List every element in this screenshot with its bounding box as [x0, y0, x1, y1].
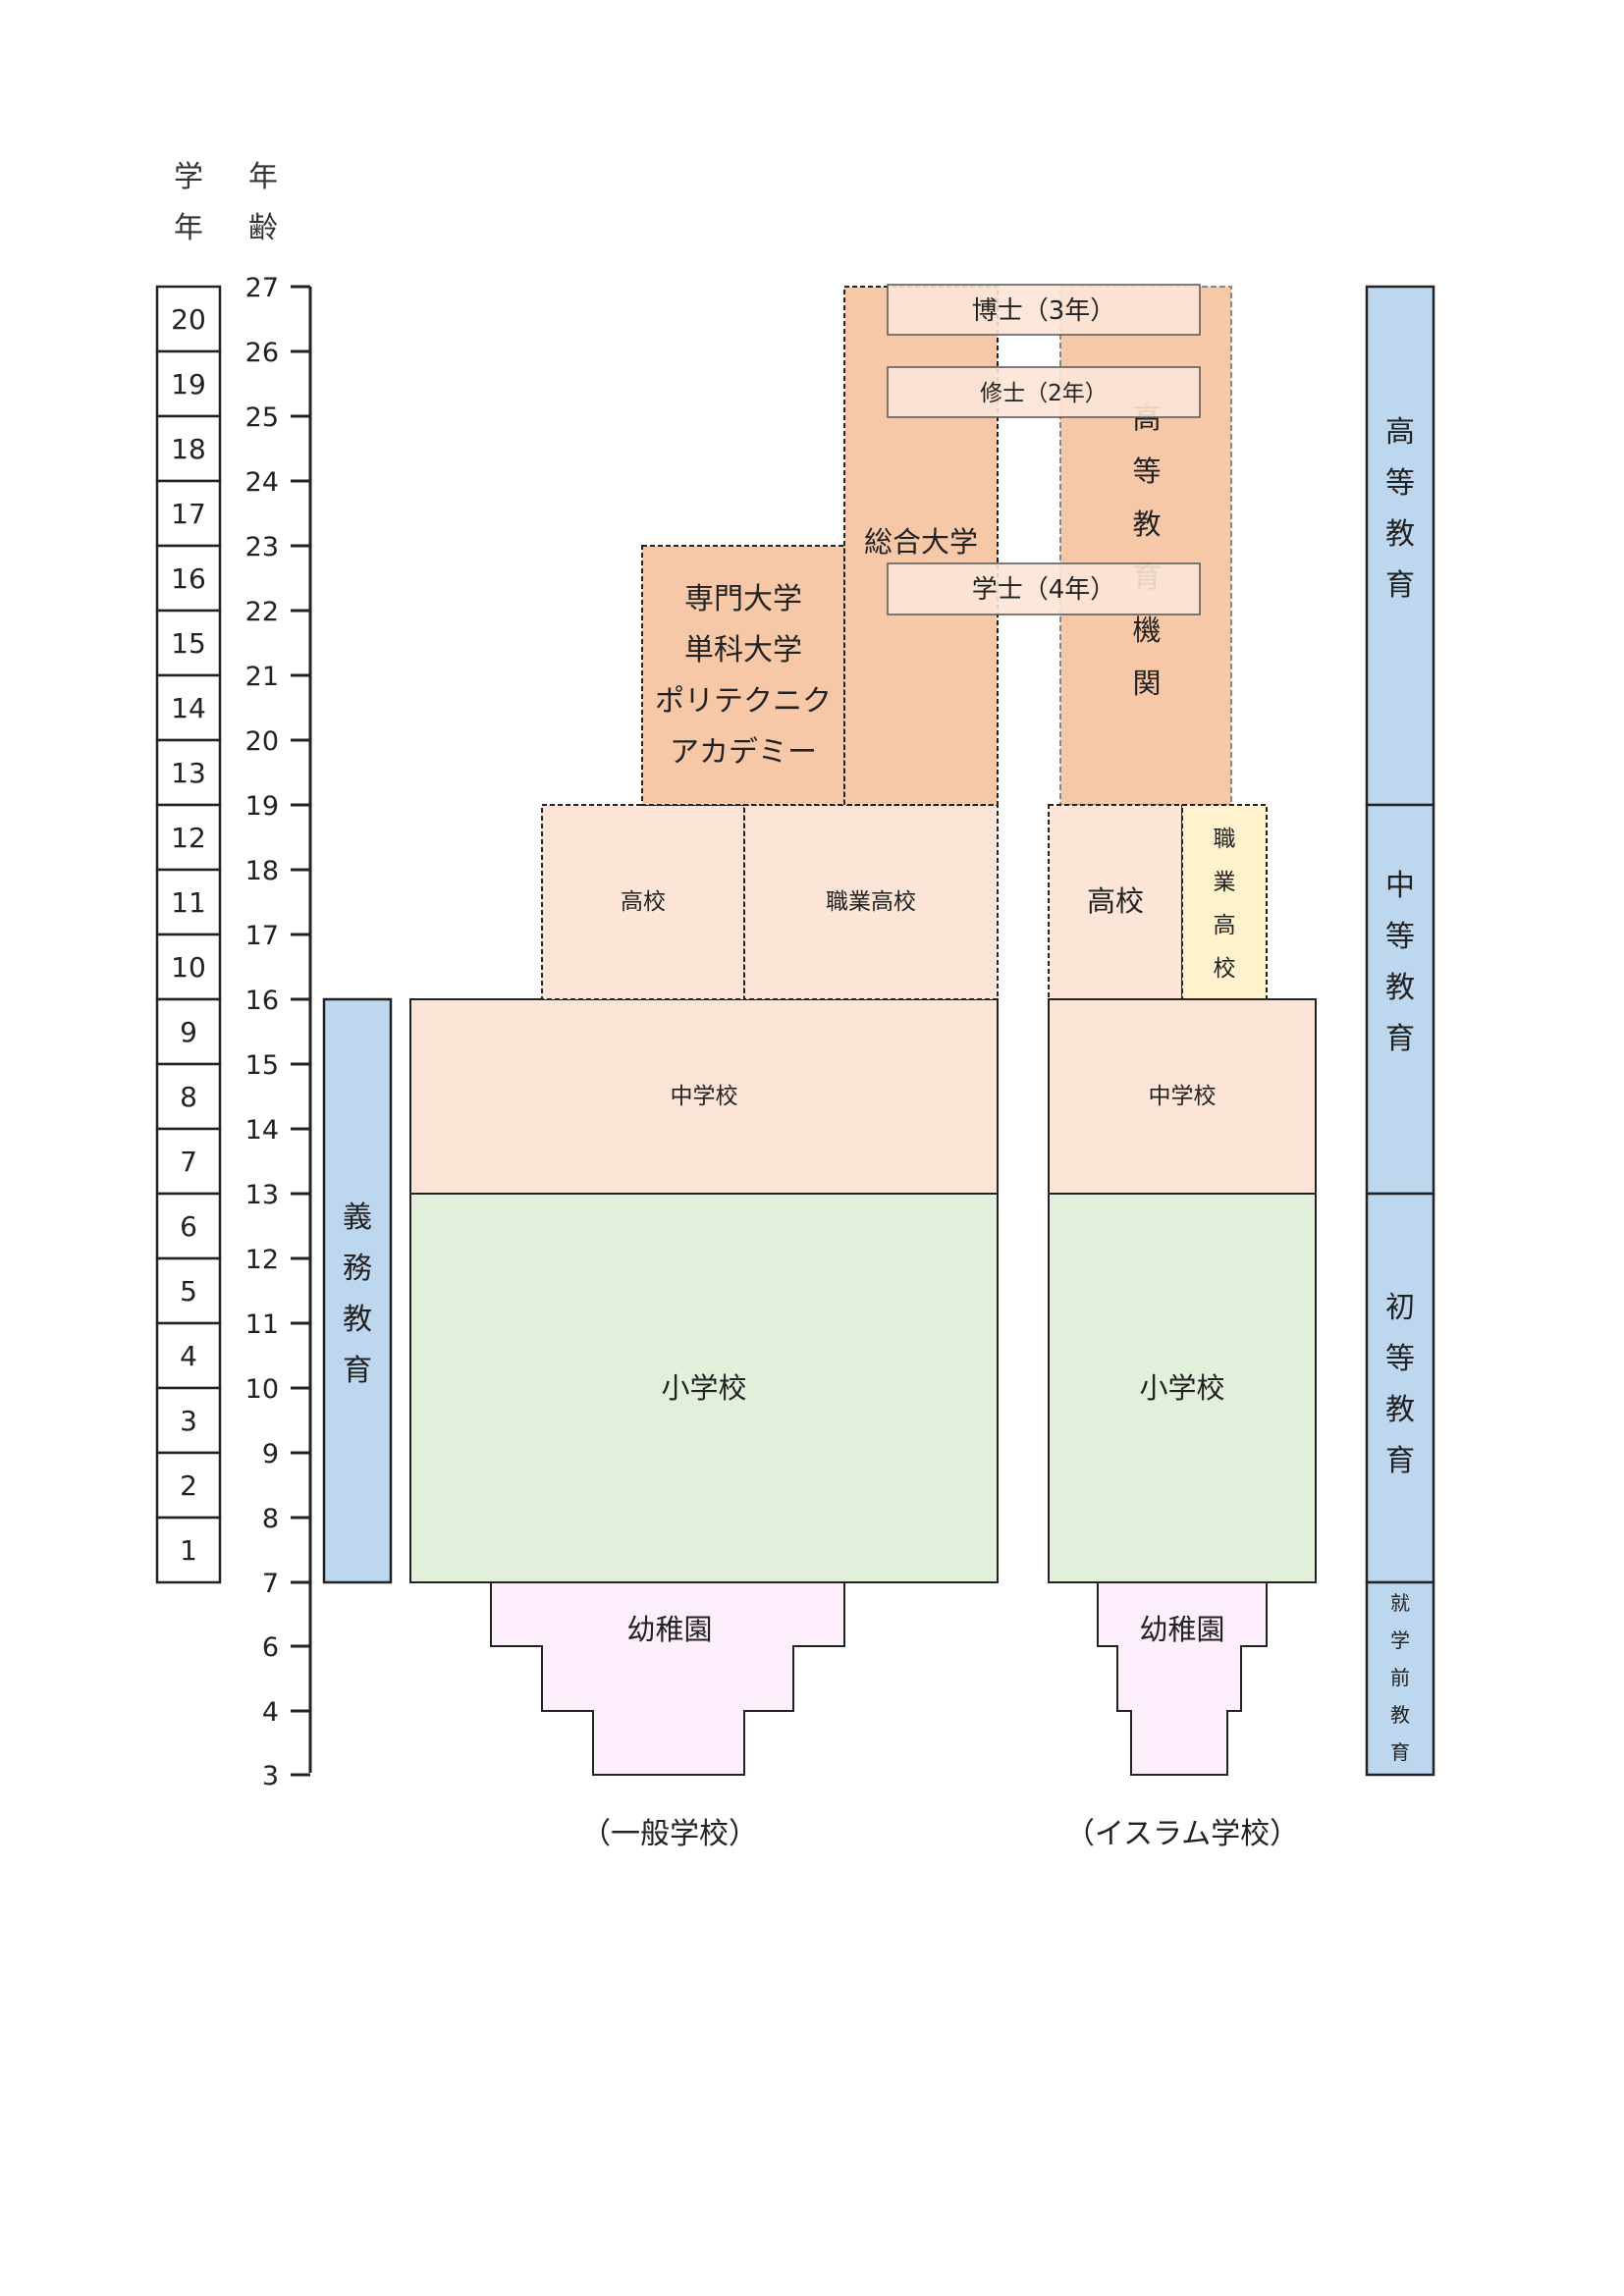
age-label: 16: [245, 986, 279, 1016]
age-label: 18: [245, 856, 279, 886]
master-degree-box: [887, 366, 1201, 418]
grade-label: 14: [171, 692, 206, 724]
general-vocational-high-label: 職業高校: [826, 889, 916, 915]
age-label: 13: [245, 1180, 279, 1210]
grade-label: 4: [180, 1340, 197, 1372]
general-school-caption: （一般学校）: [581, 1817, 758, 1851]
higher-education-label: 高等教育: [1385, 415, 1415, 603]
age-label: 21: [245, 662, 279, 692]
grade-box: [155, 1451, 222, 1520]
general-high-school-label: 高校: [621, 889, 666, 915]
doctor-degree-label: 博士（3年）: [972, 296, 1116, 326]
grade-box: [155, 868, 222, 936]
secondary-education-label: 中等教育: [1385, 869, 1415, 1056]
age-label: 14: [245, 1115, 279, 1146]
age-label: 7: [262, 1569, 279, 1599]
age-label: 19: [245, 791, 279, 822]
bachelor-degree-label: 学士（4年）: [972, 575, 1116, 605]
age-label: 11: [245, 1309, 279, 1340]
general-university-label: 総合大学: [864, 525, 978, 559]
age-label: 9: [262, 1439, 279, 1469]
grade-label: 15: [171, 627, 206, 660]
grade-label: 19: [171, 368, 206, 400]
islamic-high-school-block: [1048, 804, 1183, 1000]
grade-box: [155, 673, 222, 742]
grade-label: 5: [180, 1275, 197, 1308]
islamic-school-caption: （イスラム学校）: [1065, 1817, 1299, 1851]
general-junior-high-block: [409, 998, 999, 1195]
grade-box: [155, 349, 222, 418]
grade-label: 3: [180, 1405, 197, 1437]
preschool-education-label: 就学前教育: [1390, 1591, 1410, 1764]
age-label: 4: [262, 1697, 279, 1728]
islamic-high-school-label: 高校: [1087, 884, 1144, 918]
islamic-junior-high-block: [1048, 998, 1317, 1195]
general-elementary-block: [409, 1193, 999, 1583]
grade-box: [155, 1256, 222, 1325]
age-label: 6: [262, 1632, 279, 1663]
grade-label: 18: [171, 433, 206, 465]
age-label: 24: [245, 467, 279, 498]
grade-box: [155, 285, 222, 353]
preschool-education-bar: [1365, 1580, 1435, 1777]
grade-label: 1: [180, 1534, 197, 1567]
grade-label: 13: [171, 757, 206, 789]
bachelor-degree-box: [887, 562, 1201, 615]
grade-header: 学年: [174, 160, 203, 245]
doctor-degree-box: [887, 284, 1201, 336]
grade-box: [155, 803, 222, 872]
grade-label: 12: [171, 822, 206, 854]
compulsory-education-label: 義務教育: [343, 1201, 372, 1388]
grade-label: 16: [171, 562, 206, 595]
grade-column: 20 19 18 17 16 15 14 13 12 11 10 9 8 7 6 5 4 3 2 1: [155, 285, 222, 1584]
age-label: 27: [245, 273, 279, 303]
general-vocational-university-label: 専門大学単科大学ポリテクニクアカデミー: [655, 582, 832, 770]
primary-education-bar: [1365, 1192, 1435, 1584]
grade-label: 17: [171, 498, 206, 530]
islamic-junior-high-label: 中学校: [1149, 1084, 1217, 1109]
age-label: 17: [245, 921, 279, 951]
age-label: 23: [245, 532, 279, 562]
compulsory-education-bar: [322, 997, 393, 1584]
islamic-kindergarten-label: 幼稚園: [1139, 1613, 1224, 1646]
islamic-kindergarten-block: [1097, 1581, 1268, 1776]
age-label: 25: [245, 402, 279, 433]
general-kindergarten-block: [490, 1581, 845, 1776]
general-kindergarten-label: 幼稚園: [626, 1613, 712, 1646]
age-label: 15: [245, 1050, 279, 1081]
grade-label: 9: [180, 1016, 197, 1048]
grade-label: 6: [180, 1210, 197, 1243]
age-label: 12: [245, 1245, 279, 1275]
islamic-elementary-label: 小学校: [1139, 1371, 1224, 1405]
grade-label: 8: [180, 1081, 197, 1113]
grade-box: [155, 1516, 222, 1584]
grade-label: 2: [180, 1469, 197, 1502]
general-vocational-university-block: [641, 545, 845, 806]
general-junior-high-label: 中学校: [671, 1084, 738, 1109]
age-label: 10: [245, 1374, 279, 1405]
grade-label: 10: [171, 951, 206, 984]
grade-label: 7: [180, 1146, 197, 1178]
grade-label: 20: [171, 303, 206, 336]
general-vocational-high-block: [743, 804, 999, 1000]
age-header: 年齢: [248, 160, 278, 245]
grade-label: 11: [171, 886, 206, 919]
age-label: 20: [245, 726, 279, 757]
age-label: 8: [262, 1504, 279, 1534]
age-label: 3: [262, 1761, 279, 1791]
age-axis: 27 26 25 24 23 22 21 20 19 18 17 16 15 14 13 12 11 10 9 8 7 6…: [245, 273, 312, 1791]
higher-education-bar: [1365, 285, 1435, 807]
islamic-vocational-high-label: 職業高校: [1214, 827, 1236, 982]
age-label: 26: [245, 338, 279, 368]
general-elementary-label: 小学校: [661, 1371, 746, 1405]
grade-box: [155, 1321, 222, 1390]
primary-education-label: 初等教育: [1385, 1291, 1415, 1478]
islamic-higher-institution-block: [1059, 286, 1232, 806]
grade-box: [155, 479, 222, 548]
islamic-vocational-high-block: [1181, 804, 1268, 1000]
master-degree-label: 修士（2年）: [980, 381, 1108, 406]
age-label: 22: [245, 597, 279, 627]
